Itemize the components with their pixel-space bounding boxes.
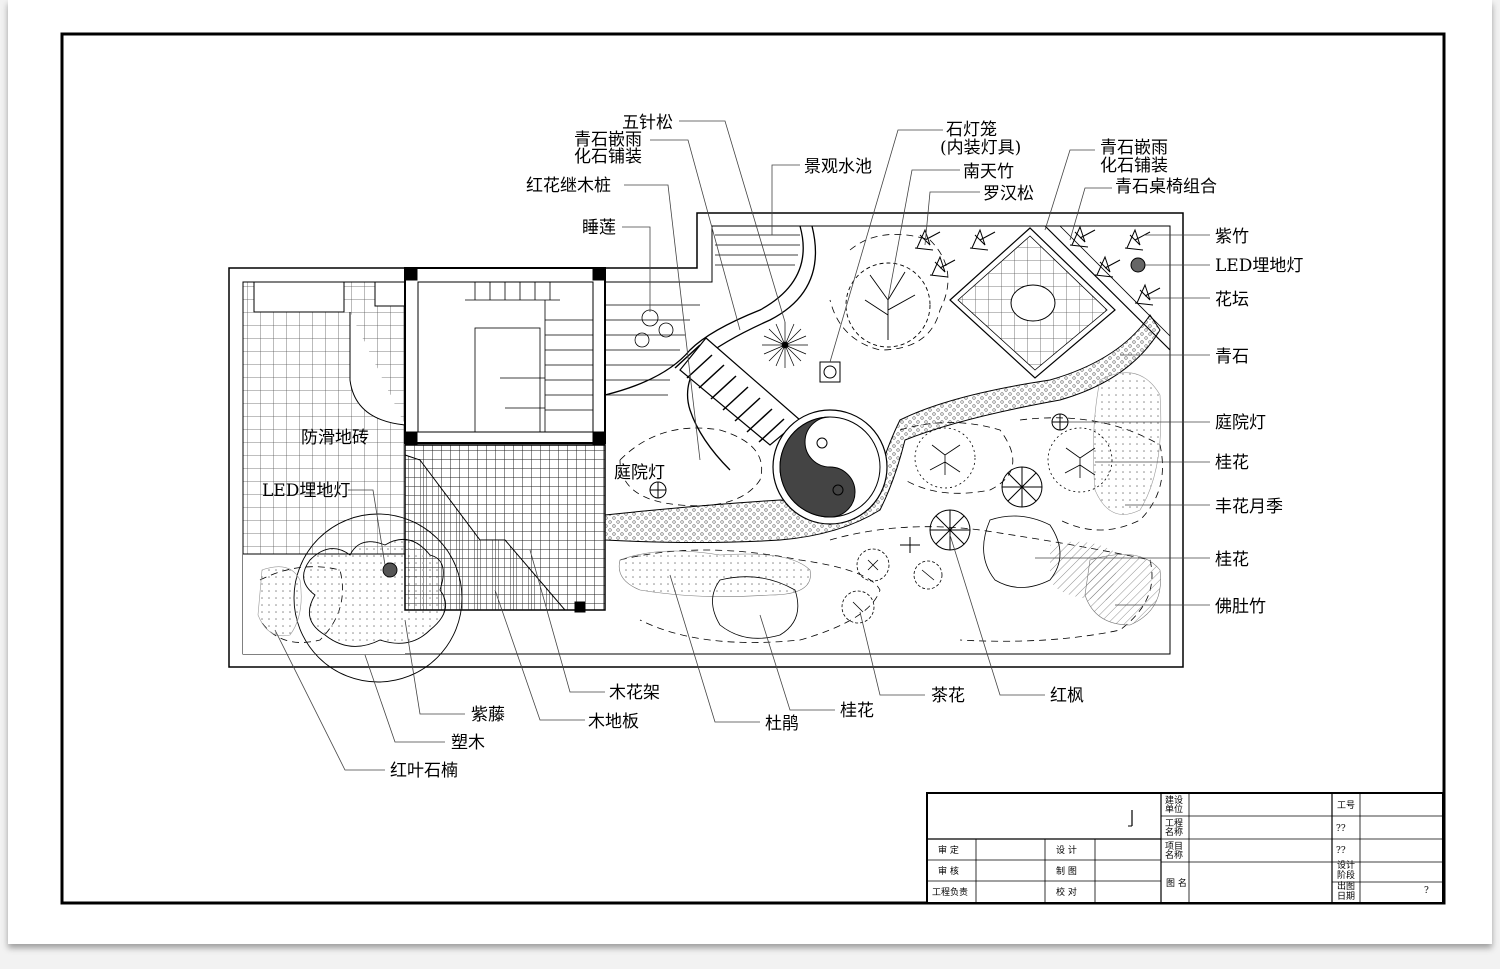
leader-lines	[274, 120, 1210, 771]
tb-shenhe: 审 核	[938, 865, 959, 877]
wisteria-circle	[293, 513, 463, 683]
label-chahua: 茶花	[931, 686, 965, 706]
tb-gongcheng-2: 名称	[1165, 826, 1183, 838]
stone-table-paving	[949, 227, 1116, 379]
stone-lantern	[819, 361, 841, 383]
outer-frame	[60, 32, 1446, 905]
yard-lights	[649, 413, 1069, 553]
tb-gongcheng-1: 工程	[1165, 818, 1183, 829]
tb-xiangmu-1: 项目	[1165, 841, 1183, 852]
label-honghua-mu: 红花继木桩	[526, 176, 611, 196]
label-guihua-3: 桂花	[840, 701, 874, 721]
five-needle-pine	[762, 322, 808, 368]
label-led-right: LED埋地灯	[1215, 256, 1303, 276]
label-fanghua-tile: 防滑地砖	[301, 428, 369, 448]
tb-jiaodui: 校 对	[1056, 886, 1077, 898]
label-table-set: 青石桌椅组合	[1115, 177, 1217, 197]
azalea-mass	[618, 550, 811, 597]
label-jingguan-pool: 景观水池	[804, 157, 872, 177]
tb-q3: ?	[1424, 886, 1429, 896]
label-sumu: 塑木	[451, 733, 485, 753]
label-hongye-shinan: 红叶石楠	[390, 761, 458, 781]
purple-bamboo	[914, 225, 1161, 306]
tb-q1: ??	[1336, 824, 1346, 834]
label-shuilian: 睡莲	[582, 218, 616, 238]
label-qingshi-pave-top-2: 化石铺装	[574, 147, 642, 167]
label-dujuan: 杜鹃	[765, 714, 799, 734]
yin-yang-stone	[772, 409, 888, 525]
red-tip-photinia	[257, 566, 302, 637]
title-block	[926, 792, 1444, 904]
label-mu-huajia: 木花架	[609, 683, 660, 703]
label-qingshi: 青石	[1215, 347, 1249, 367]
red-maples	[929, 466, 1043, 551]
tb-sheji-jieduan-1: 设计	[1337, 859, 1355, 871]
tb-sheji: 设 计	[1056, 844, 1077, 856]
led-inground-light-right	[1130, 257, 1146, 273]
tb-xiangmu-2: 名称	[1165, 849, 1183, 861]
label-qingshi-pave-right-2: 化石铺装	[1100, 156, 1168, 176]
title-block-text: 建设 单位 工程 名称 项目 名称 图 名 工号 ?? ?? 设计 阶段 出图 …	[932, 794, 1429, 902]
label-luohansong: 罗汉松	[983, 184, 1034, 204]
tb-gongcheng-fuze: 工程负责	[932, 886, 968, 898]
tb-jianshe-2: 单位	[1165, 803, 1183, 815]
label-hongfeng: 红枫	[1050, 686, 1084, 706]
label-huatan: 花坛	[1215, 290, 1249, 310]
camellias	[841, 548, 943, 624]
label-foduzhu: 佛肚竹	[1215, 597, 1266, 617]
tb-gonghao: 工号	[1337, 800, 1355, 811]
label-yard-light-center: 庭院灯	[614, 463, 665, 483]
label-stone-lantern-2: (内装灯具)	[940, 138, 1021, 158]
tb-tuming: 图 名	[1166, 877, 1187, 889]
tb-q2: ??	[1336, 846, 1346, 856]
label-stone-lantern-1: 石灯笼	[946, 120, 997, 140]
label-yard-light-right: 庭院灯	[1215, 413, 1266, 433]
tb-shending: 审 定	[938, 844, 959, 856]
label-mu-diban: 木地板	[588, 712, 639, 732]
plan-labels: 五针松 青石嵌雨 化石铺装 红花继木桩 睡莲 景观水池 石灯笼 (内装灯具) 南…	[262, 113, 1303, 781]
tb-chutu-2: 日期	[1337, 891, 1355, 902]
label-ziteng: 紫藤	[471, 705, 505, 725]
tb-chutu-1: 出图	[1337, 880, 1355, 892]
label-wuzhensong: 五针松	[622, 113, 673, 133]
tb-jianshe-1: 建设	[1165, 794, 1183, 806]
label-guihua-1: 桂花	[1215, 453, 1249, 473]
label-nantianzhu: 南天竹	[963, 162, 1014, 182]
osmanthus-trees	[712, 427, 1113, 639]
label-led-left: LED埋地灯	[262, 481, 350, 501]
tb-sheji-jieduan-2: 阶段	[1337, 869, 1355, 881]
landscape-pool-edge	[604, 225, 804, 396]
tb-zhitu: 制 图	[1056, 865, 1077, 877]
label-zizhu: 紫竹	[1215, 227, 1249, 247]
label-qingshi-pave-top-1: 青石嵌雨	[574, 130, 642, 150]
site-plan	[228, 212, 1184, 683]
label-fenghua-yueji: 丰花月季	[1215, 497, 1283, 517]
floribunda-rose-mass	[1093, 372, 1162, 515]
label-guihua-2: 桂花	[1215, 550, 1249, 570]
label-qingshi-pave-right-1: 青石嵌雨	[1100, 138, 1168, 158]
